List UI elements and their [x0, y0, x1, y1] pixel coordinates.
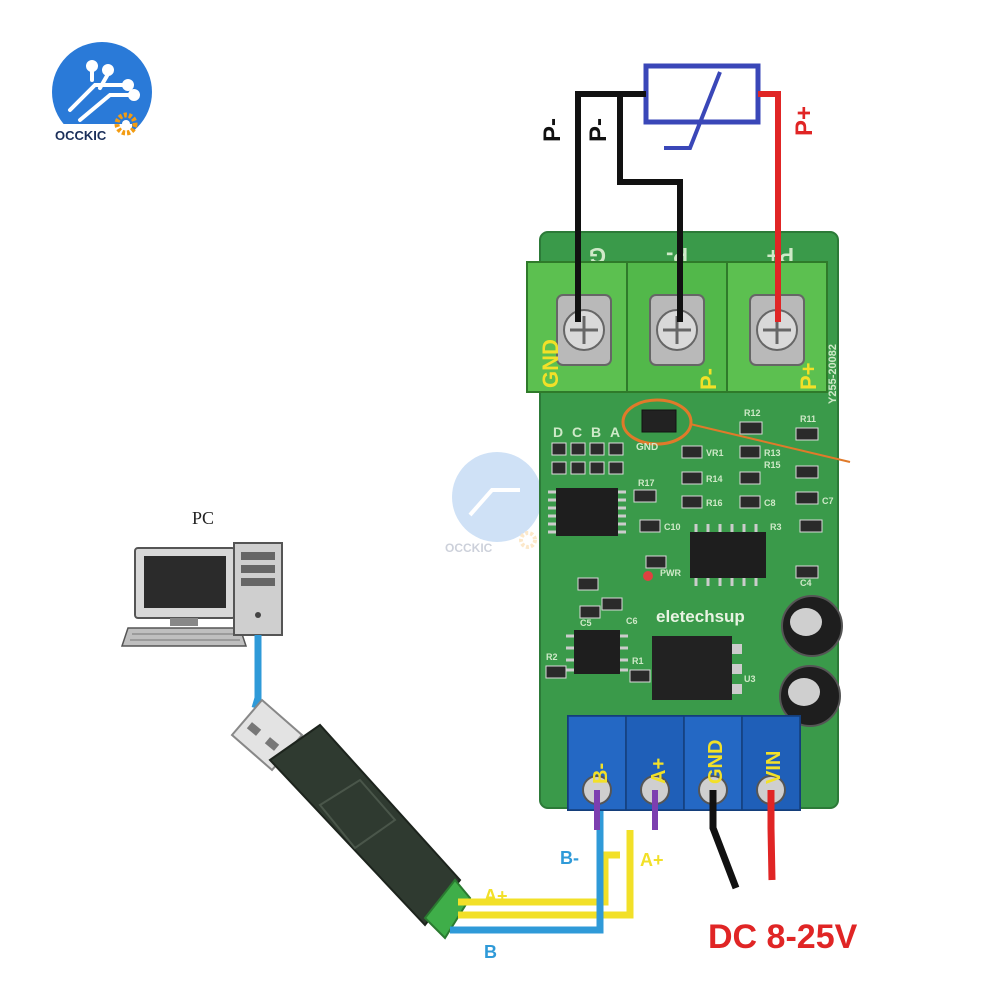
- b-minus-wire-label: B-: [560, 848, 579, 868]
- ref-r12: R12: [744, 408, 761, 418]
- row-label-b: B: [591, 424, 601, 440]
- part-number: Y255-20082: [827, 344, 839, 404]
- usb-rs485-adapter: [230, 698, 472, 940]
- terminal-gnd-bottom-label: GND: [705, 740, 727, 784]
- row-label-d: D: [553, 424, 563, 440]
- maker-label: eletechsup: [656, 607, 745, 626]
- ref-r13: R13: [764, 448, 781, 458]
- ref-c7: C7: [822, 496, 834, 506]
- pc-label: PC: [192, 508, 214, 528]
- ref-vr1: VR1: [706, 448, 724, 458]
- circuit-icon: [68, 60, 140, 122]
- row-label-c: C: [572, 424, 582, 440]
- ref-u3: U3: [744, 674, 756, 684]
- terminal-p-plus-label: P+: [796, 362, 821, 390]
- ref-r11: R11: [800, 414, 816, 424]
- voltage-regulator: [652, 636, 742, 700]
- ref-r16: R16: [706, 498, 723, 508]
- watermark: OCCKIC: [445, 452, 542, 555]
- terminal-p-minus-label: P-: [696, 368, 721, 390]
- a-plus-wire-label: A+: [640, 850, 664, 870]
- ref-pwr: PWR: [660, 568, 681, 578]
- smd-components: [545, 421, 823, 683]
- watermark-text: OCCKIC: [445, 541, 493, 555]
- terminal-gnd-label: GND: [538, 339, 563, 388]
- yellow-wire-dongle: [458, 851, 620, 906]
- ref-r17: R17: [638, 478, 655, 488]
- ref-c10: C10: [664, 522, 681, 532]
- ref-r3: R3: [770, 522, 782, 532]
- black-wire-gnd-power: [709, 790, 740, 890]
- ic-chip-1: [548, 488, 626, 536]
- transmitter-board: G P- P+ GND: [526, 231, 851, 811]
- b-label-dongle: B: [484, 942, 497, 962]
- pc-usb-cable: [251, 635, 262, 710]
- ref-c4: C4: [800, 578, 812, 588]
- computer-icon: [120, 542, 283, 647]
- terminal-vin-label: VIN: [763, 751, 785, 784]
- blue-wire-b: [450, 800, 604, 934]
- ic-chip-3: [566, 630, 628, 674]
- terminal-b-minus-label: B-: [590, 763, 612, 784]
- screw-gnd: [556, 294, 612, 366]
- capacitor-2: [779, 665, 841, 727]
- ref-c8: C8: [764, 498, 776, 508]
- jumper-highlight: GND: [621, 398, 851, 463]
- output-terminal-block: B- A+ GND VIN: [567, 715, 801, 811]
- black-wire-p-minus: [617, 91, 683, 322]
- capacitor-1: [781, 595, 843, 657]
- ref-r1: R1: [632, 656, 644, 666]
- logo-text-bg: [52, 124, 132, 144]
- ref-c5: C5: [580, 618, 592, 628]
- sensor-p-minus-label-1: P-: [539, 118, 566, 142]
- ref-c6: C6: [626, 616, 638, 626]
- yellow-wire-a: [458, 830, 634, 919]
- row-label-a: A: [610, 424, 620, 440]
- red-wire-vin: [767, 790, 776, 881]
- gear-icon: [114, 112, 138, 136]
- pressure-sensor: [643, 63, 761, 150]
- power-led: [643, 571, 653, 581]
- brand-logo: OCCKIC: [52, 42, 152, 144]
- power-supply-label: DC 8-25V: [708, 918, 858, 956]
- ic-chip-2: [690, 524, 766, 586]
- ref-r14: R14: [706, 474, 723, 484]
- jumper-label: GND: [636, 442, 658, 453]
- screw-p-minus: [649, 294, 705, 366]
- led-row: [551, 442, 624, 475]
- ref-r2: R2: [546, 652, 558, 662]
- screw-p-plus: [749, 294, 805, 366]
- red-wire-p-plus: [758, 91, 781, 322]
- sensor-p-minus-label-2: P-: [585, 118, 612, 142]
- logo-text: OCCKIC: [55, 128, 107, 143]
- ref-r15: R15: [764, 460, 781, 470]
- a-plus-label-dongle: A+: [484, 886, 508, 906]
- terminal-a-plus-label: A+: [648, 758, 670, 784]
- sensor-p-plus-label: P+: [791, 106, 818, 136]
- logo-circle: [52, 42, 152, 142]
